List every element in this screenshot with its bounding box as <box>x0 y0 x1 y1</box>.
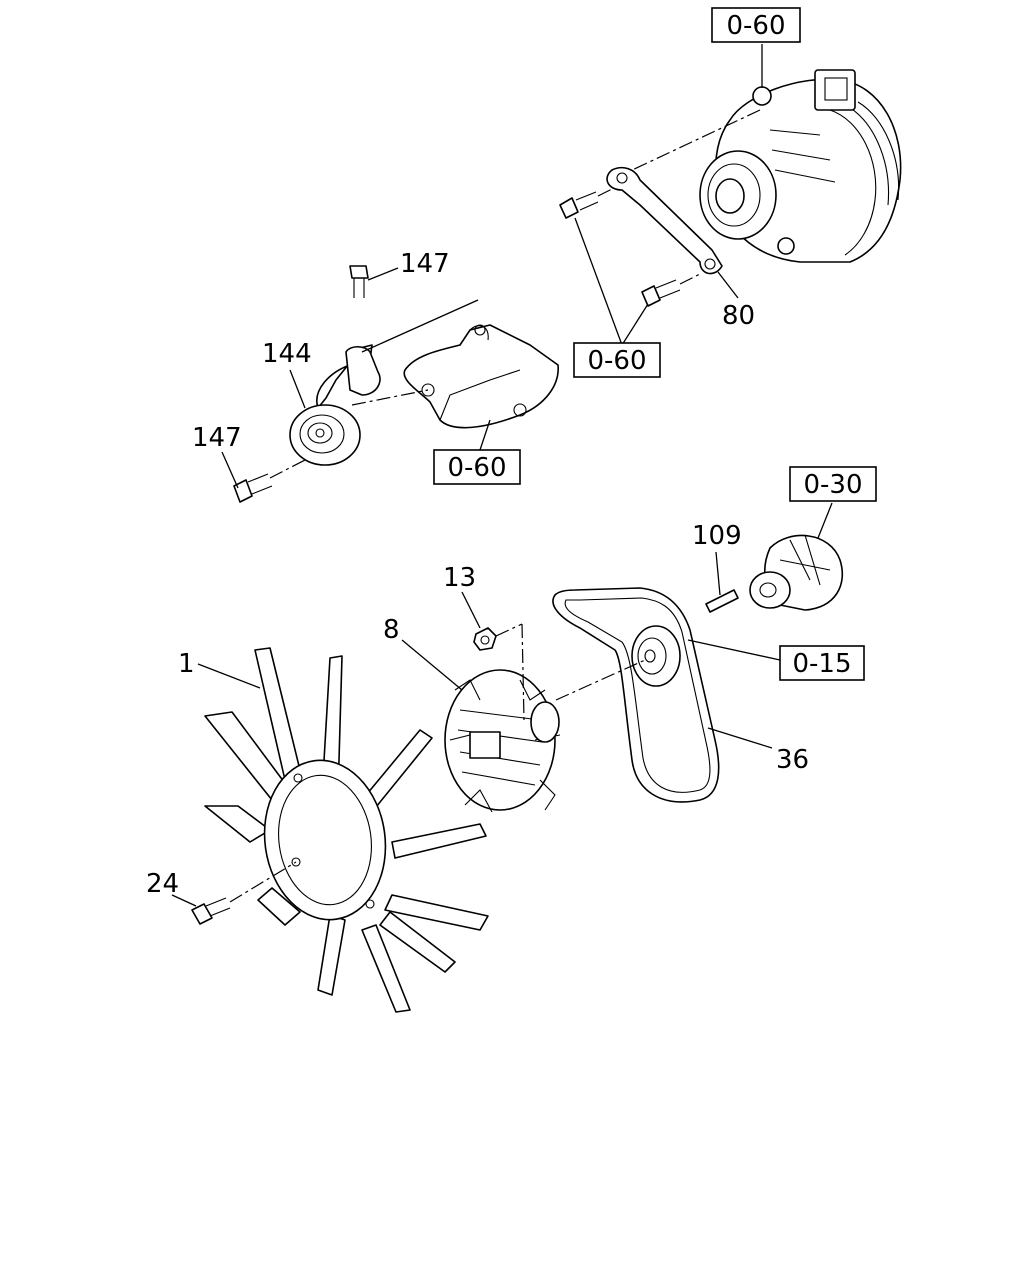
leader-1 <box>197 663 261 689</box>
leader-109 <box>715 551 721 596</box>
callout-13: 13 <box>443 563 476 593</box>
ref-060-mid: 0-60 <box>587 346 646 376</box>
callout-147-left: 147 <box>192 423 242 453</box>
water-pump <box>749 534 844 611</box>
alternator-bracket <box>606 166 723 275</box>
idler-bolt-top <box>349 265 369 298</box>
callout-24: 24 <box>146 869 179 899</box>
idler-bolt-left <box>233 473 273 503</box>
callout-36: 36 <box>776 745 809 775</box>
ref-060-left: 0-60 <box>447 453 506 483</box>
ref-box-015: 0-15 <box>779 645 865 681</box>
leader-24 <box>171 894 197 907</box>
belt-pulley <box>631 625 681 687</box>
callout-147-top: 147 <box>400 249 450 279</box>
fan-bolt-24 <box>191 897 231 925</box>
alternator <box>699 69 902 263</box>
fan-belt <box>552 587 720 803</box>
cooling-fan <box>204 647 489 1013</box>
leader-80 <box>717 271 739 299</box>
ref-box-060-top: 0-60 <box>711 7 801 43</box>
fan-clutch <box>444 669 561 813</box>
mounting-bracket <box>403 324 559 429</box>
leader-147-top <box>367 267 399 281</box>
leader-147-left <box>221 451 239 489</box>
leader-8 <box>401 639 463 691</box>
leader-13 <box>461 591 481 629</box>
idler-pulley-assembly <box>289 344 381 466</box>
callout-80: 80 <box>722 301 755 331</box>
bracket-bolt-lower <box>641 273 701 307</box>
ref-060-top: 0-60 <box>726 11 785 41</box>
callout-8: 8 <box>383 615 400 645</box>
nut-13 <box>473 627 497 651</box>
ref-box-030: 0-30 <box>789 466 877 502</box>
leader-060-left <box>479 419 491 451</box>
ref-030: 0-30 <box>803 470 862 500</box>
leader-36 <box>707 727 773 749</box>
ref-box-060-left: 0-60 <box>433 449 521 485</box>
bracket-bolt-upper <box>559 187 615 219</box>
callout-144: 144 <box>262 339 312 369</box>
leader-030 <box>817 502 833 539</box>
leader-144 <box>289 369 306 409</box>
callout-1: 1 <box>178 649 195 679</box>
water-pump-stud <box>705 589 739 613</box>
callout-109: 109 <box>692 521 742 551</box>
ref-015: 0-15 <box>792 649 851 679</box>
ref-box-060-mid: 0-60 <box>573 342 661 378</box>
leader-015 <box>687 639 781 661</box>
